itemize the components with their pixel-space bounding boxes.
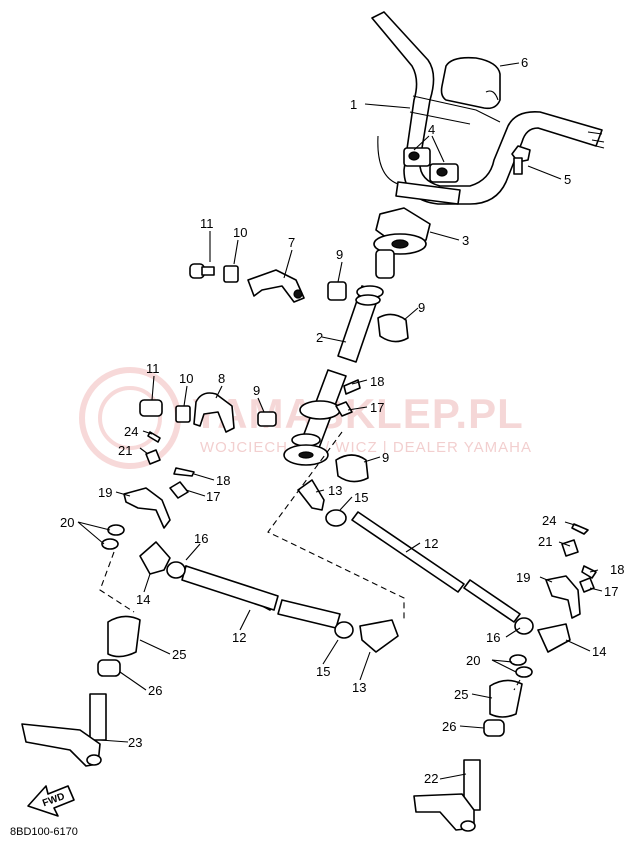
callout-13-a: 13 (328, 483, 342, 498)
callout-7: 7 (288, 235, 295, 250)
tie-rods (181, 511, 521, 629)
watermark-main-text: YAMASKLEP.PL (192, 390, 524, 437)
steering-knuckles (21, 693, 481, 832)
callout-12-a: 12 (424, 536, 438, 551)
alignment-lines (99, 431, 521, 691)
callout-21-a: 21 (118, 443, 132, 458)
callout-17-c: 17 (604, 584, 618, 599)
callout-24-a: 24 (124, 424, 138, 439)
nuts-bolts (139, 263, 239, 423)
upper-bracket (373, 207, 431, 279)
steering-column (283, 285, 384, 466)
callout-17-b: 17 (206, 489, 220, 504)
callout-5: 5 (564, 172, 571, 187)
callout-15-b: 15 (316, 664, 330, 679)
callout-21-b: 21 (538, 534, 552, 549)
callout-11-a: 11 (200, 216, 214, 231)
callout-1: 1 (350, 97, 357, 112)
callout-19-a: 19 (98, 485, 112, 500)
callout-18-a: 18 (370, 374, 384, 389)
callout-26-b: 26 (442, 719, 456, 734)
boots-collars (97, 615, 523, 737)
callout-9-c: 9 (253, 383, 260, 398)
callout-15-a: 15 (354, 490, 368, 505)
handlebar-cover (440, 56, 501, 110)
leader-lines (77, 62, 603, 780)
handlebar-holders (403, 147, 459, 183)
callout-9-a: 9 (336, 247, 343, 262)
callout-4: 4 (428, 122, 435, 137)
diagram-code: 8BD100-6170 (10, 826, 78, 838)
watermark: YAMASKLEP.PL WOJCIECH GIL / WICZ | DEALE… (79, 367, 532, 469)
callout-9-b: 9 (418, 300, 425, 315)
callout-9-d: 9 (382, 450, 389, 465)
callout-12-b: 12 (232, 630, 246, 645)
handlebar-bolt (511, 145, 531, 175)
callout-18-c: 18 (610, 562, 624, 577)
column-bracket-lower (193, 392, 235, 433)
forward-arrow-icon: FWD (27, 785, 75, 817)
callout-labels: 1 2 3 4 5 6 7 8 9 9 9 9 10 10 11 11 12 1… (60, 55, 624, 786)
callout-25-a: 25 (172, 647, 186, 662)
callout-17-a: 17 (370, 400, 384, 415)
callout-20-a: 20 (60, 515, 74, 530)
callout-10-a: 10 (233, 225, 247, 240)
callout-25-b: 25 (454, 687, 468, 702)
tie-rod-ends (139, 479, 571, 653)
callout-2: 2 (316, 330, 323, 345)
callout-22: 22 (424, 771, 438, 786)
callout-14-a: 14 (136, 592, 150, 607)
callout-23: 23 (128, 735, 142, 750)
watermark-sub-text: WOJCIECH GIL / WICZ | DEALER YAMAHA (200, 439, 532, 456)
column-bracket (247, 269, 305, 303)
callout-19-b: 19 (516, 570, 530, 585)
callout-10-b: 10 (179, 371, 193, 386)
callout-13-b: 13 (352, 680, 366, 695)
knuckle-arms (123, 487, 581, 619)
callout-26-a: 26 (148, 683, 162, 698)
handlebar (371, 11, 605, 205)
callout-6: 6 (521, 55, 528, 70)
callout-18-b: 18 (216, 473, 230, 488)
callout-8: 8 (218, 371, 225, 386)
callout-16-a: 16 (194, 531, 208, 546)
callout-3: 3 (462, 233, 469, 248)
callout-14-b: 14 (592, 644, 606, 659)
callout-24-b: 24 (542, 513, 556, 528)
callout-20-b: 20 (466, 653, 480, 668)
callout-11-b: 11 (146, 361, 160, 376)
callout-16-b: 16 (486, 630, 500, 645)
bushings (257, 281, 409, 483)
